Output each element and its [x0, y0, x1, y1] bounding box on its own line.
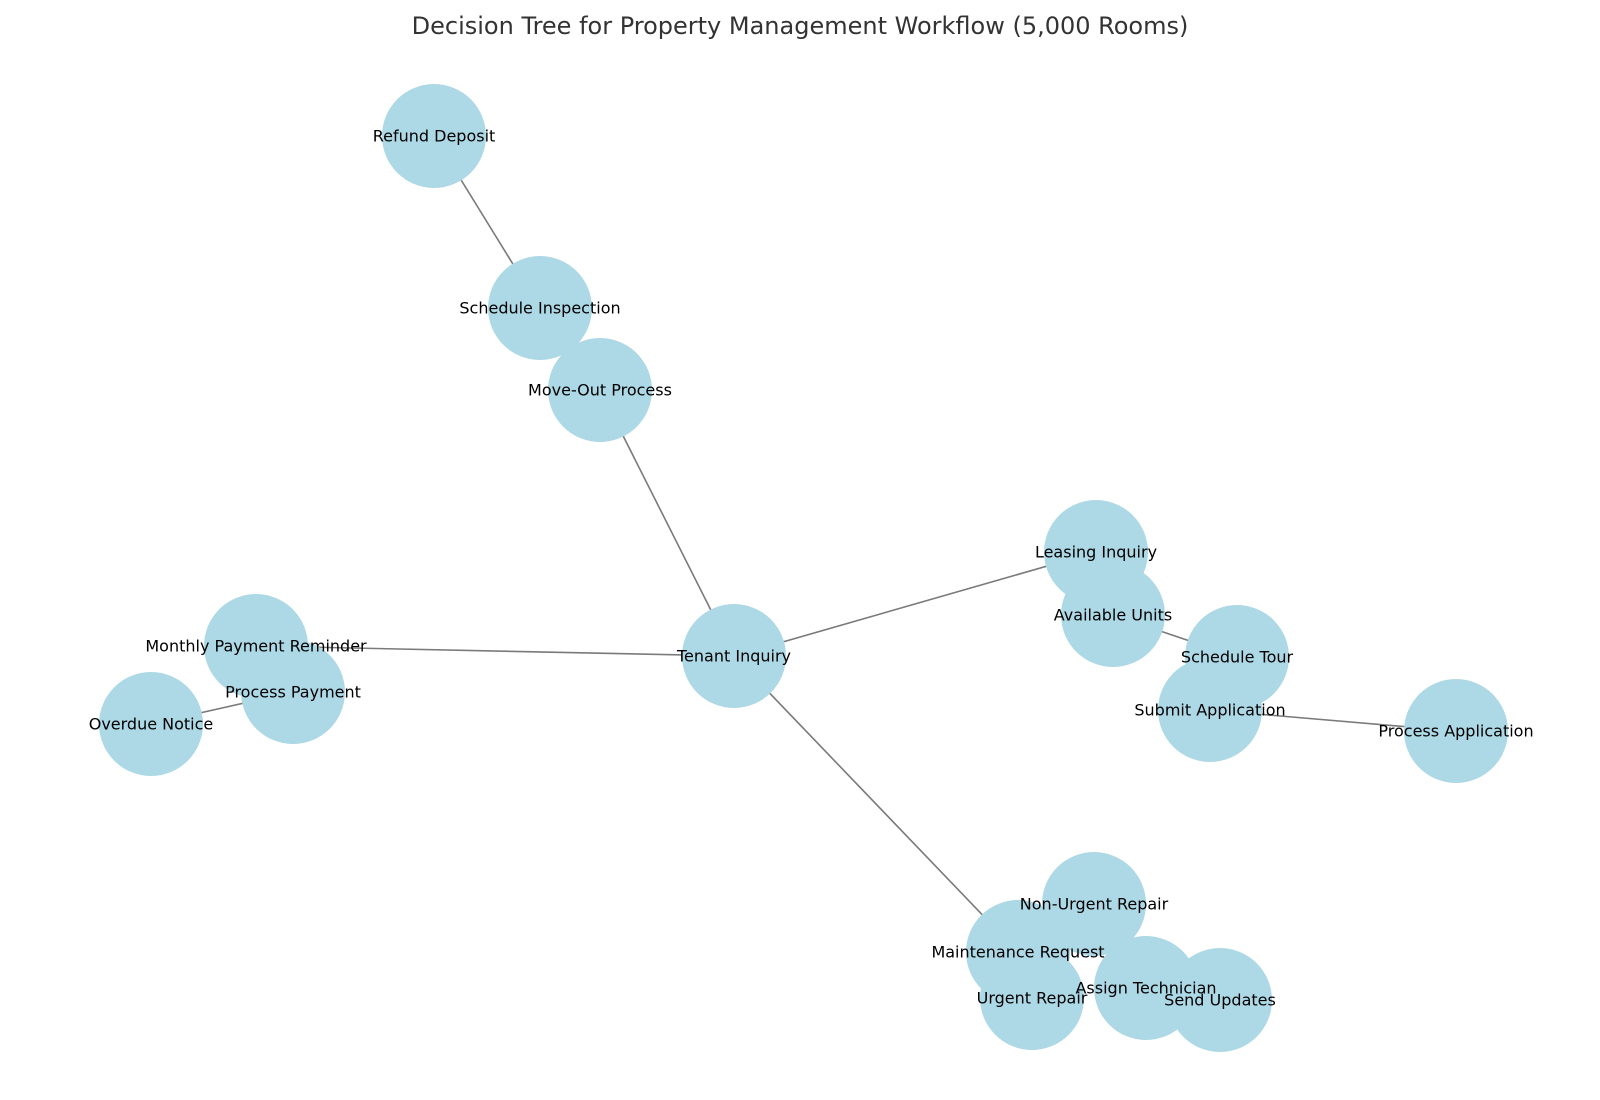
- node-send-updates: [1168, 948, 1272, 1052]
- edge-tenant-inquiry-to-leasing-inquiry: [733, 551, 1097, 657]
- node-label-process-payment: Process Payment: [225, 683, 361, 702]
- node-label-process-application: Process Application: [1378, 722, 1533, 741]
- node-label-send-updates: Send Updates: [1164, 991, 1276, 1010]
- node-label-maintenance-request: Maintenance Request: [931, 943, 1104, 962]
- node-urgent-repair: [980, 946, 1084, 1050]
- node-label-available-units: Available Units: [1054, 606, 1172, 625]
- edge-tenant-inquiry-to-maintenance-request: [733, 655, 1019, 953]
- node-tenant-inquiry: [682, 604, 786, 708]
- node-label-schedule-tour: Schedule Tour: [1181, 648, 1294, 667]
- node-submit-application: [1158, 658, 1262, 762]
- node-schedule-inspection: [488, 256, 592, 360]
- edge-tenant-inquiry-to-monthly-payment-reminder: [255, 645, 735, 657]
- node-label-monthly-payment-reminder: Monthly Payment Reminder: [145, 637, 367, 656]
- node-overdue-notice: [99, 672, 203, 776]
- node-process-payment: [241, 640, 345, 744]
- node-move-out-process: [548, 338, 652, 442]
- node-label-submit-application: Submit Application: [1134, 701, 1285, 720]
- node-non-urgent-repair: [1042, 852, 1146, 956]
- node-label-non-urgent-repair: Non-Urgent Repair: [1020, 895, 1169, 914]
- node-label-tenant-inquiry: Tenant Inquiry: [676, 647, 791, 666]
- node-label-leasing-inquiry: Leasing Inquiry: [1035, 543, 1157, 562]
- diagram-title: Decision Tree for Property Management Wo…: [412, 12, 1189, 40]
- node-label-overdue-notice: Overdue Notice: [89, 715, 214, 734]
- node-label-move-out-process: Move-Out Process: [528, 381, 672, 400]
- edges-layer: [150, 135, 1457, 953]
- node-label-schedule-inspection: Schedule Inspection: [459, 299, 620, 318]
- node-refund-deposit: [382, 84, 486, 188]
- node-process-application: [1404, 679, 1508, 783]
- node-label-urgent-repair: Urgent Repair: [977, 989, 1088, 1008]
- node-label-refund-deposit: Refund Deposit: [373, 127, 496, 146]
- node-label-assign-technician: Assign Technician: [1075, 979, 1216, 998]
- node-available-units: [1061, 563, 1165, 667]
